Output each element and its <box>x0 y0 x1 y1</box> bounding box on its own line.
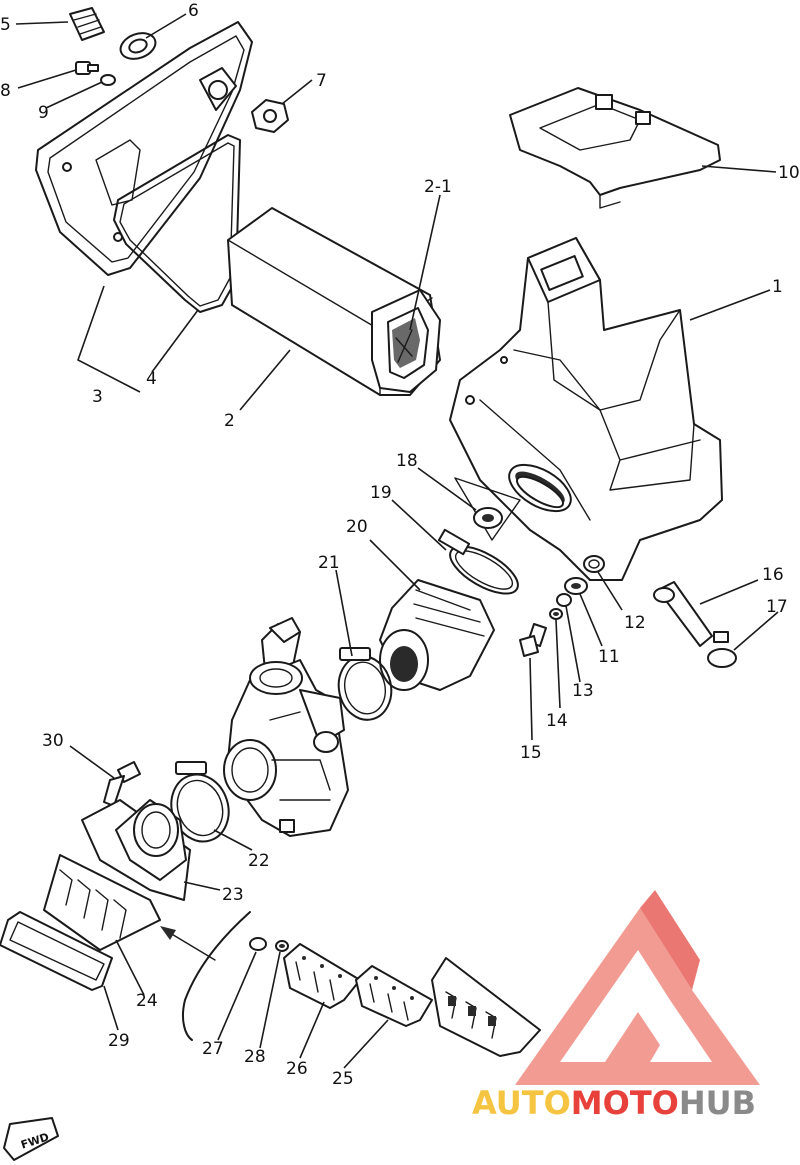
reed-valve-body <box>431 957 541 1057</box>
part-16-pipe <box>653 581 713 647</box>
callout-7: 7 <box>316 71 327 91</box>
part-12-collar <box>583 555 605 573</box>
callout-15: 15 <box>520 743 542 763</box>
callout-8: 8 <box>0 81 11 101</box>
callout-24: 24 <box>136 991 158 1011</box>
watermark-hub: HUB <box>679 1084 756 1122</box>
part-21-clamp <box>337 647 393 721</box>
part-28-screw <box>275 940 289 952</box>
part-8-screw <box>75 61 99 75</box>
part-7-nut <box>251 99 289 133</box>
callout-21: 21 <box>318 553 340 573</box>
watermark-auto: AUTO <box>472 1084 571 1122</box>
callout-18: 18 <box>396 451 418 471</box>
callout-3: 3 <box>92 387 103 407</box>
callout-2-1: 2-1 <box>424 177 452 197</box>
callout-19: 19 <box>370 483 392 503</box>
svg-text:AUTOMOTOHUB: AUTOMOTOHUB <box>472 1084 756 1122</box>
callout-30: 30 <box>42 731 64 751</box>
callout-27: 27 <box>202 1039 224 1059</box>
part-22-clamp <box>170 761 230 843</box>
callout-numbers: 5 6 8 9 7 10 2-1 1 3 4 2 18 19 20 21 16 … <box>0 1 800 1089</box>
part-17-clip <box>707 631 737 668</box>
part-25-reed <box>355 965 433 1027</box>
fwd-indicator-arrow <box>160 911 251 1041</box>
watermark-text: AUTOMOTOHUB <box>472 1084 756 1122</box>
part-4-gasket <box>113 134 241 313</box>
watermark-logo <box>515 890 760 1085</box>
watermark-moto: MOTO <box>571 1084 679 1122</box>
part-13-washer <box>556 593 572 607</box>
callout-22: 22 <box>248 851 270 871</box>
part-14-spring-washer <box>549 608 563 620</box>
part-19-clamp <box>437 528 519 595</box>
part-24-reed-valve <box>43 854 161 951</box>
callout-5: 5 <box>0 15 11 35</box>
part-1-air-box <box>449 237 723 581</box>
callout-1: 1 <box>772 277 783 297</box>
carburetor <box>223 617 349 837</box>
part-29-gasket <box>0 911 113 991</box>
part-9-washer <box>100 74 116 86</box>
part-30-bolt <box>103 761 141 807</box>
callout-10: 10 <box>778 163 800 183</box>
part-20-joint <box>379 579 495 691</box>
callout-28: 28 <box>244 1047 266 1067</box>
part-23-manifold <box>81 799 191 901</box>
callout-20: 20 <box>346 517 368 537</box>
part-6-grommet <box>119 32 157 60</box>
callout-13: 13 <box>572 681 594 701</box>
callout-23: 23 <box>222 885 244 905</box>
callout-12: 12 <box>624 613 646 633</box>
part-26-stopper <box>283 943 361 1009</box>
part-11-damper <box>564 577 588 595</box>
callout-4: 4 <box>146 369 157 389</box>
part-10-bracket <box>509 87 721 209</box>
callout-2: 2 <box>224 411 235 431</box>
part-15-bolt <box>519 623 547 657</box>
fwd-tag: FWD <box>3 1117 59 1161</box>
callout-26: 26 <box>286 1059 308 1079</box>
callout-6: 6 <box>188 1 199 21</box>
part-27-washer <box>249 937 267 951</box>
part-2-filter-element <box>227 207 441 396</box>
callout-9: 9 <box>38 103 49 123</box>
callout-11: 11 <box>598 647 620 667</box>
callout-14: 14 <box>546 711 568 731</box>
callout-25: 25 <box>332 1069 354 1089</box>
leader-lines <box>15 13 779 1069</box>
callout-29: 29 <box>108 1031 130 1051</box>
callout-16: 16 <box>762 565 784 585</box>
part-3-cover <box>35 21 253 276</box>
part-5-boot <box>69 7 105 41</box>
callout-17: 17 <box>766 597 788 617</box>
